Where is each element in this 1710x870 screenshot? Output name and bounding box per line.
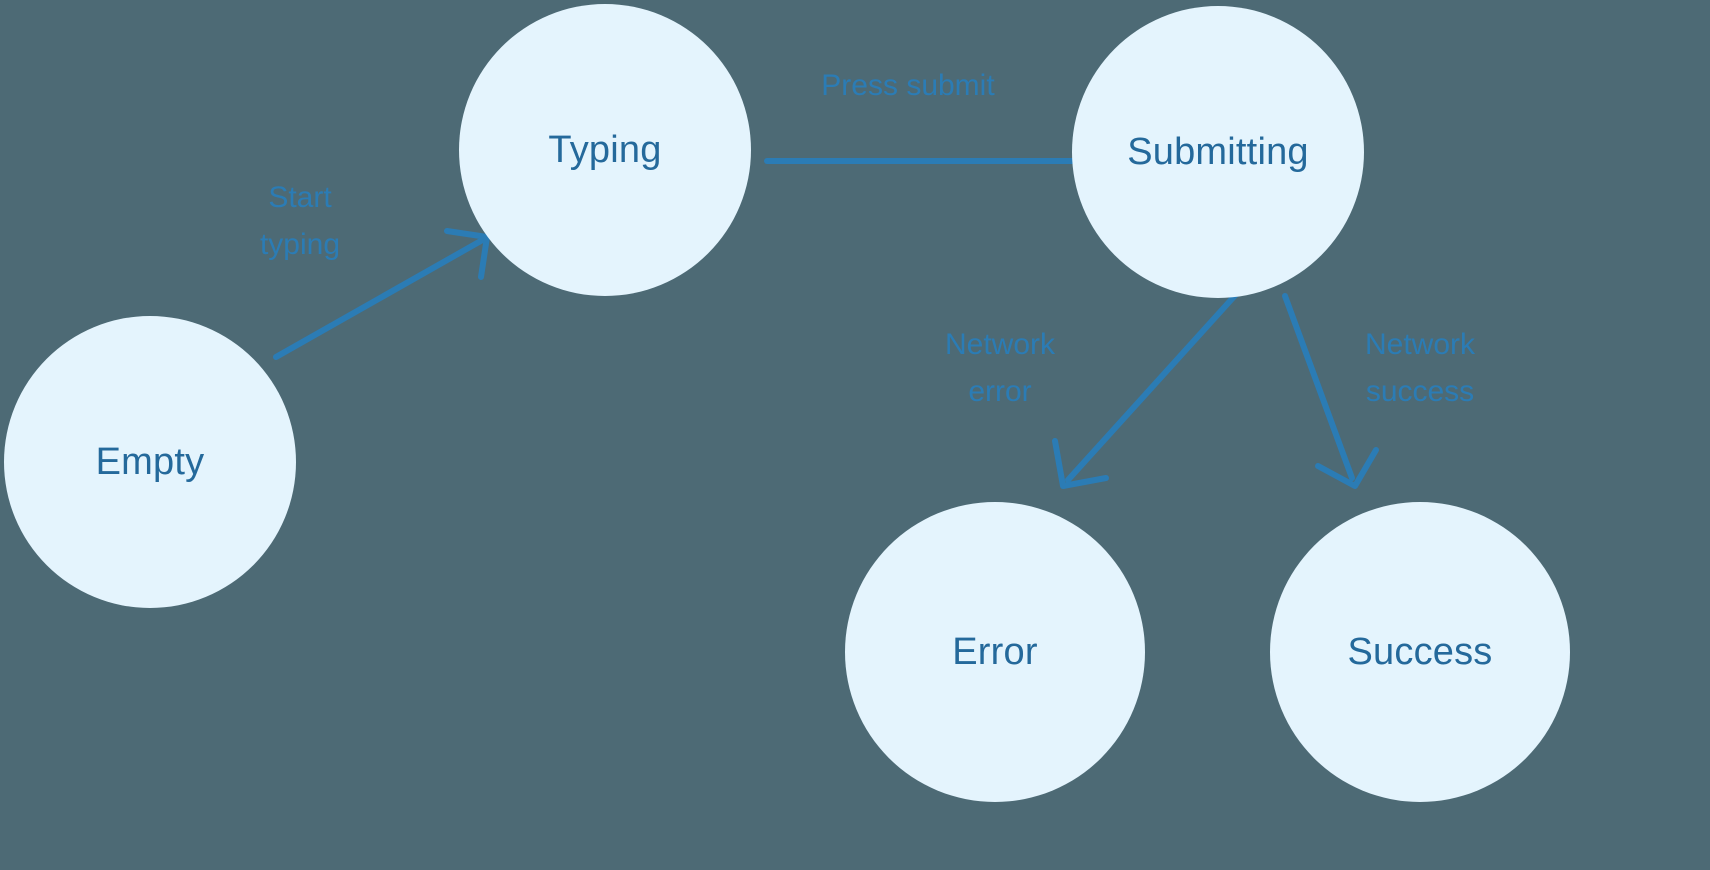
state-node-label: Empty [95,440,205,483]
state-node-submitting[interactable]: Submitting [1072,6,1364,298]
edge-network-error [1052,287,1243,489]
state-node-label: Submitting [1127,130,1309,173]
state-node-empty[interactable]: Empty [4,316,296,608]
state-node-error[interactable]: Error [845,502,1145,802]
edge-network-success [1282,293,1379,489]
state-node-success[interactable]: Success [1270,502,1570,802]
edge-start-typing [273,228,490,360]
state-node-typing[interactable]: Typing [459,4,751,296]
state-node-label: Error [952,630,1038,673]
state-node-label: Success [1347,630,1493,673]
state-node-label: Typing [548,128,662,171]
